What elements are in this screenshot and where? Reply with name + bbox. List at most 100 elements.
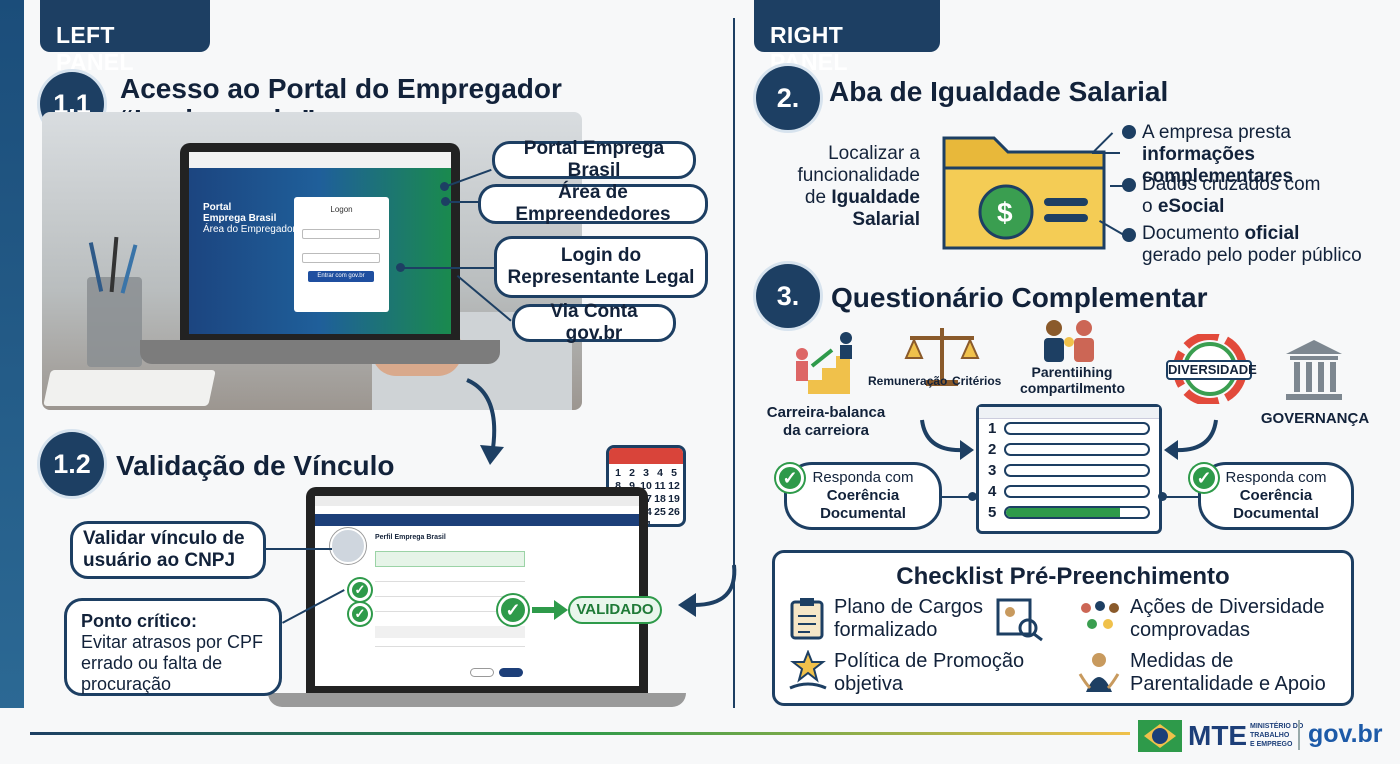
calendar-day: 9 [629, 480, 635, 492]
step-2-left-bold1: Igualdade [831, 187, 920, 208]
login-password-field[interactable] [302, 253, 380, 263]
footer-ministry-line3: E EMPREGO [1250, 741, 1293, 748]
step-1-2-badge: 1.2 [40, 432, 104, 496]
label-governanca: GOVERNANÇA [1260, 410, 1370, 427]
check-icon: ✓ [1190, 464, 1218, 492]
checklist-box: Checklist Pré-Preenchimento [772, 550, 1354, 706]
callout-ponto-title: Ponto crítico: [81, 611, 197, 631]
panel-divider [733, 18, 735, 708]
step-2-item-3-text2: gerado pelo poder público [1142, 245, 1362, 266]
form-row-field[interactable] [1004, 464, 1150, 477]
callout-login-representante: Login do Representante Legal [494, 236, 708, 298]
calendar-day: 19 [668, 493, 680, 505]
bubble-coerencia-right: Responda com Coerência Documental [1198, 462, 1354, 530]
label-criterios: Critérios [952, 374, 1002, 388]
footer-ministry-line1: MINISTÉRIO DO [1250, 723, 1304, 730]
family-icon [1044, 320, 1094, 362]
label-parentalidade: Parentiihing compartilmento [1020, 364, 1126, 396]
svg-text:$: $ [997, 197, 1013, 228]
connector-line [446, 201, 480, 203]
step-2-left-bold2: Salarial [852, 209, 920, 230]
step-2-badge: 2. [756, 66, 820, 130]
browser-bar [189, 152, 451, 168]
step-2-item-1: A empresa presta informações complementa… [1142, 122, 1400, 188]
bullet-dot [1122, 125, 1136, 139]
left-panel-tab: LEFT PANEL [40, 0, 210, 75]
callout-portal-emprega-label: Portal Emprega Brasil [523, 138, 665, 181]
check-icon: ✓ [498, 595, 528, 625]
footer: MTE MINISTÉRIO DO TRABALHO E EMPREGO gov… [0, 708, 1400, 764]
checklist-item-1-line2: formalizado [834, 619, 938, 641]
login-heading: Logon [330, 205, 353, 214]
connector-line [1092, 152, 1120, 154]
connector-dot [1158, 492, 1167, 501]
form-row-field[interactable] [1004, 485, 1150, 498]
portal-screen-title-2: Emprega Brasil [203, 213, 277, 224]
right-panel-tab: RIGHT PANEL [754, 0, 940, 75]
governance-building-icon [1286, 340, 1342, 400]
connector-dot [441, 197, 450, 206]
checklist-item-1-line1: Plano de Cargos [834, 596, 983, 618]
parent-support-icon [1078, 653, 1120, 692]
calendar-day: 26 [668, 506, 680, 518]
calendar-day: 5 [671, 467, 677, 479]
step-2-item-2-bold: eSocial [1157, 196, 1225, 217]
validation-screen-title: Perfil Emprega Brasil [375, 534, 446, 541]
portal-screen-title: Portal Emprega Brasil Área do Empregador [203, 202, 296, 235]
form-row-field[interactable] [1004, 506, 1150, 519]
bullet-dot [1122, 228, 1136, 242]
step-2-left-text: Localizar a funcionalidade de Igualdade … [780, 143, 920, 231]
callout-validar-vinculo-label: Validar vínculo de usuário ao CNPJ [83, 528, 245, 571]
portal-screen-title-1: Portal [203, 202, 232, 213]
calendar-day: 10 [640, 480, 652, 492]
login-user-field[interactable] [302, 229, 380, 239]
step-2-item-2-text2: o [1142, 196, 1153, 217]
curved-arrow-icon [920, 419, 974, 460]
callout-portal-emprega: Portal Emprega Brasil [492, 138, 696, 181]
step-2-left-line3: de [804, 187, 827, 208]
hand-star-icon [789, 650, 827, 690]
checklist-item-2-line2: comprovadas [1130, 619, 1251, 641]
step-3-title: Questionário Complementar [831, 282, 1208, 313]
check-icon: ✓ [776, 464, 804, 492]
bubble-right-line2: Coerência [1239, 487, 1313, 504]
arrow-down-icon [466, 378, 504, 465]
clipboard-icon [790, 598, 824, 640]
form-row-field[interactable] [1004, 443, 1150, 456]
form-row-number: 3 [988, 462, 997, 479]
step-2-left-line2: funcionalidade [797, 165, 920, 186]
checklist-item-2-line1: Ações de Diversidade [1130, 596, 1325, 618]
portal-screen-title-3: Área do Empregador [203, 224, 296, 235]
connector-dot [440, 182, 449, 191]
notebook-icon [43, 370, 216, 406]
step-3-number: 3. [776, 280, 800, 311]
calendar-day: 18 [654, 493, 666, 505]
form-row-number: 1 [988, 420, 997, 437]
label-carreira: Carreira-balanca da carreiora [766, 404, 886, 439]
bubble-left-line1: Responda com [812, 469, 914, 486]
form-row-field[interactable] [1004, 422, 1150, 435]
footer-rule [30, 732, 1130, 735]
step-1-2-title: Validação de Vínculo [116, 450, 395, 481]
callout-area-empreendedores-label: Área de Empreendedores [515, 182, 671, 225]
connector-line [266, 548, 332, 550]
check-icon: ✓ [349, 579, 371, 601]
login-govbr-button[interactable]: Entrar com gov.br [308, 271, 374, 282]
step-1-1-title-line1: Acesso ao Portal do Empregador [120, 73, 562, 104]
calendar-day: 25 [654, 506, 666, 518]
step-3-badge: 3. [756, 264, 820, 328]
left-panel-tab-label: LEFT PANEL [56, 22, 134, 75]
profile-search-icon [996, 598, 1043, 642]
label-diversidade: DIVERSIDADE [1166, 360, 1257, 380]
step-2-item-1-text: A empresa presta [1142, 122, 1291, 143]
step-2-item-3: Documento oficial gerado pelo poder públ… [1142, 223, 1362, 267]
bubble-right-line3: Documental [1233, 505, 1319, 522]
calendar-day: 8 [615, 480, 621, 492]
footer-ministry: MINISTÉRIO DO TRABALHO E EMPREGO [1250, 722, 1303, 749]
label-remuneracao: Remuneração [868, 374, 948, 388]
avatar [330, 528, 366, 564]
